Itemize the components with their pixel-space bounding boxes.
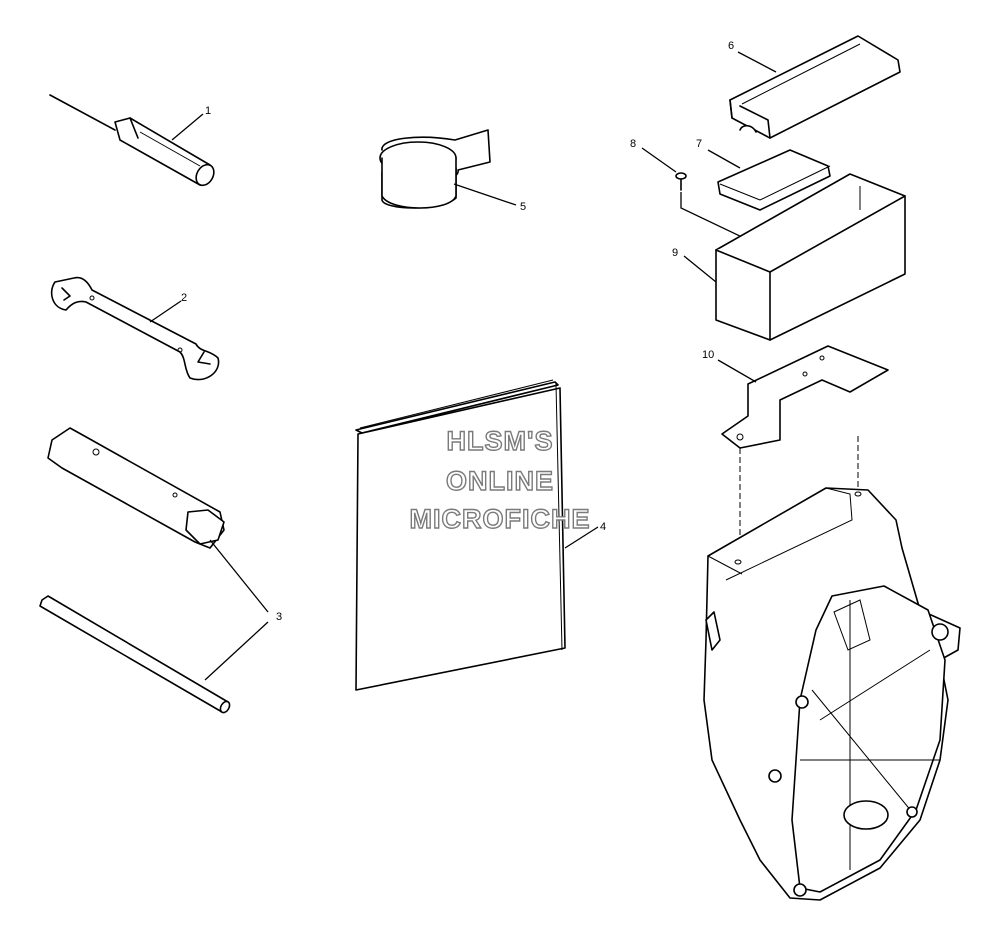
leader-line-6 [737,51,777,73]
watermark-line-2: ONLINE [445,466,554,496]
leader-line-3b [204,621,269,681]
chaincase-housing-part [703,487,961,901]
watermark-line-1: HLSM'S [446,426,554,456]
callout-6: 6 [728,40,734,52]
wrench-part [50,276,220,381]
screw-part [675,172,687,191]
leader-line-3a [209,539,269,613]
callout-9: 9 [672,247,678,259]
callout-8: 8 [630,138,636,150]
callout-1: 1 [205,105,211,117]
leader-line-5 [453,183,517,206]
callout-7: 7 [696,138,702,150]
callout-4: 4 [600,521,606,533]
leader-line-7 [707,149,741,169]
callout-10: 10 [702,349,714,361]
toolbox-lid-part [729,35,901,139]
watermark-line-3: MICROFICHE [409,504,591,534]
callout-3: 3 [276,611,282,623]
leader-line-2 [149,300,182,323]
leader-line-8 [641,147,677,173]
leader-line-4 [564,526,599,549]
leader-line-1 [171,113,204,141]
foam-pad-part [717,149,831,211]
mounting-bracket-part [721,345,889,449]
leader-line-9 [683,255,717,283]
socket-wrench-part [47,427,225,549]
tape-roll-part [379,129,491,209]
tommy-bar-part [39,595,231,714]
owners-manual-part [355,379,566,691]
toolbox-part [715,173,906,341]
screwdriver-part [49,94,215,187]
callout-2: 2 [181,292,187,304]
leader-line-10 [717,359,757,383]
callout-5: 5 [520,201,526,213]
